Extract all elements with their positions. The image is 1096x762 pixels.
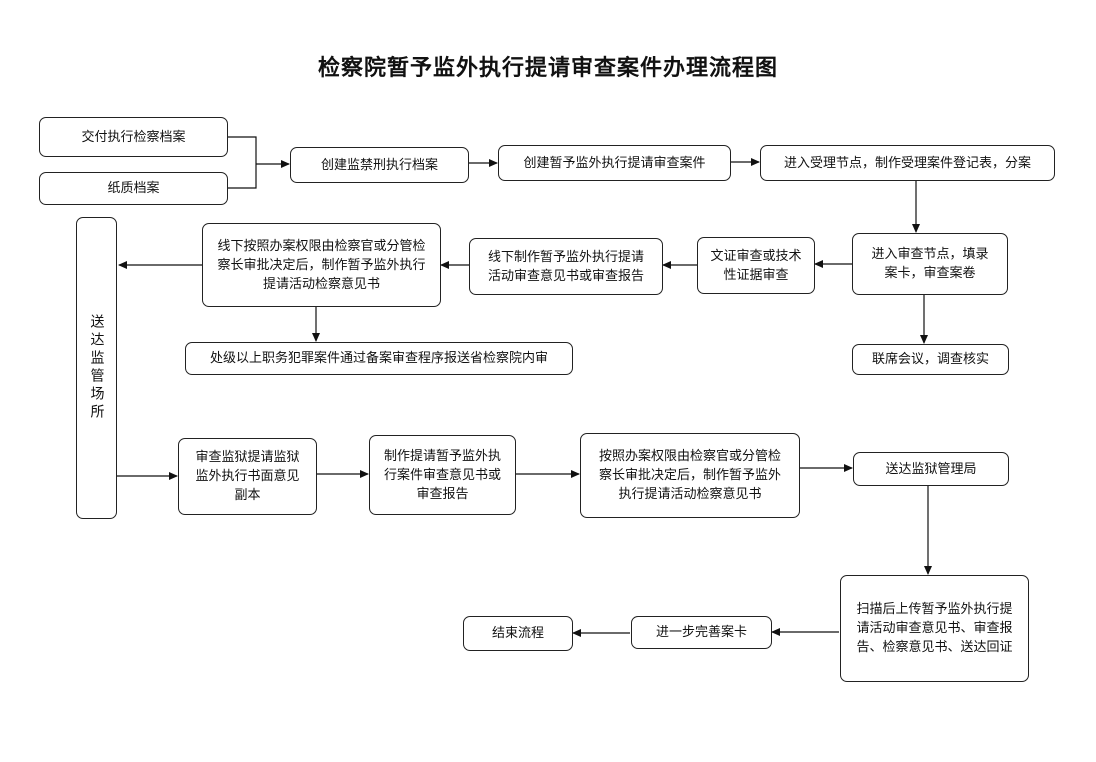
deliver-custody-box: 送达监管场所 [76,217,117,519]
offline-report-box: 线下制作暂予监外执行提请活动审查意见书或审查报告 [469,238,663,295]
evidence-review-box: 文证审查或技术性证据审查 [697,237,815,294]
create-case-box: 创建暂予监外执行提请审查案件 [498,145,731,181]
approval-opinion-box: 按照办案权限由检察官或分管检察长审批决定后，制作暂予监外执行提请活动检察意见书 [580,433,800,518]
improve-card-box: 进一步完善案卡 [631,616,772,649]
deliver-bureau-box: 送达监狱管理局 [853,452,1009,486]
scan-upload-box: 扫描后上传暂予监外执行提请活动审查意见书、审查报告、检察意见书、送达回证 [840,575,1029,682]
make-opinion-box: 制作提请暂予监外执行案件审查意见书或审查报告 [369,435,516,515]
end-process-box: 结束流程 [463,616,573,651]
paper-archive-box: 纸质档案 [39,172,228,205]
provincial-review-box: 处级以上职务犯罪案件通过备案审查程序报送省检察院内审 [185,342,573,375]
joint-meeting-box: 联席会议，调查核实 [852,344,1009,375]
deliver-custody-label: 送达监管场所 [88,314,105,422]
merge-bracket [228,136,257,189]
accept-node-box: 进入受理节点，制作受理案件登记表，分案 [760,145,1055,181]
review-node-box: 进入审查节点，填录案卡，审查案卷 [852,233,1008,295]
archive-handover-box: 交付执行检察档案 [39,117,228,157]
review-copy-box: 审查监狱提请监狱监外执行书面意见副本 [178,438,317,515]
create-prison-archive-box: 创建监禁刑执行档案 [290,147,469,183]
page-title: 检察院暂予监外执行提请审查案件办理流程图 [317,55,778,81]
offline-approval-box: 线下按照办案权限由检察官或分管检察长审批决定后，制作暂予监外执行提请活动检察意见… [202,223,441,307]
